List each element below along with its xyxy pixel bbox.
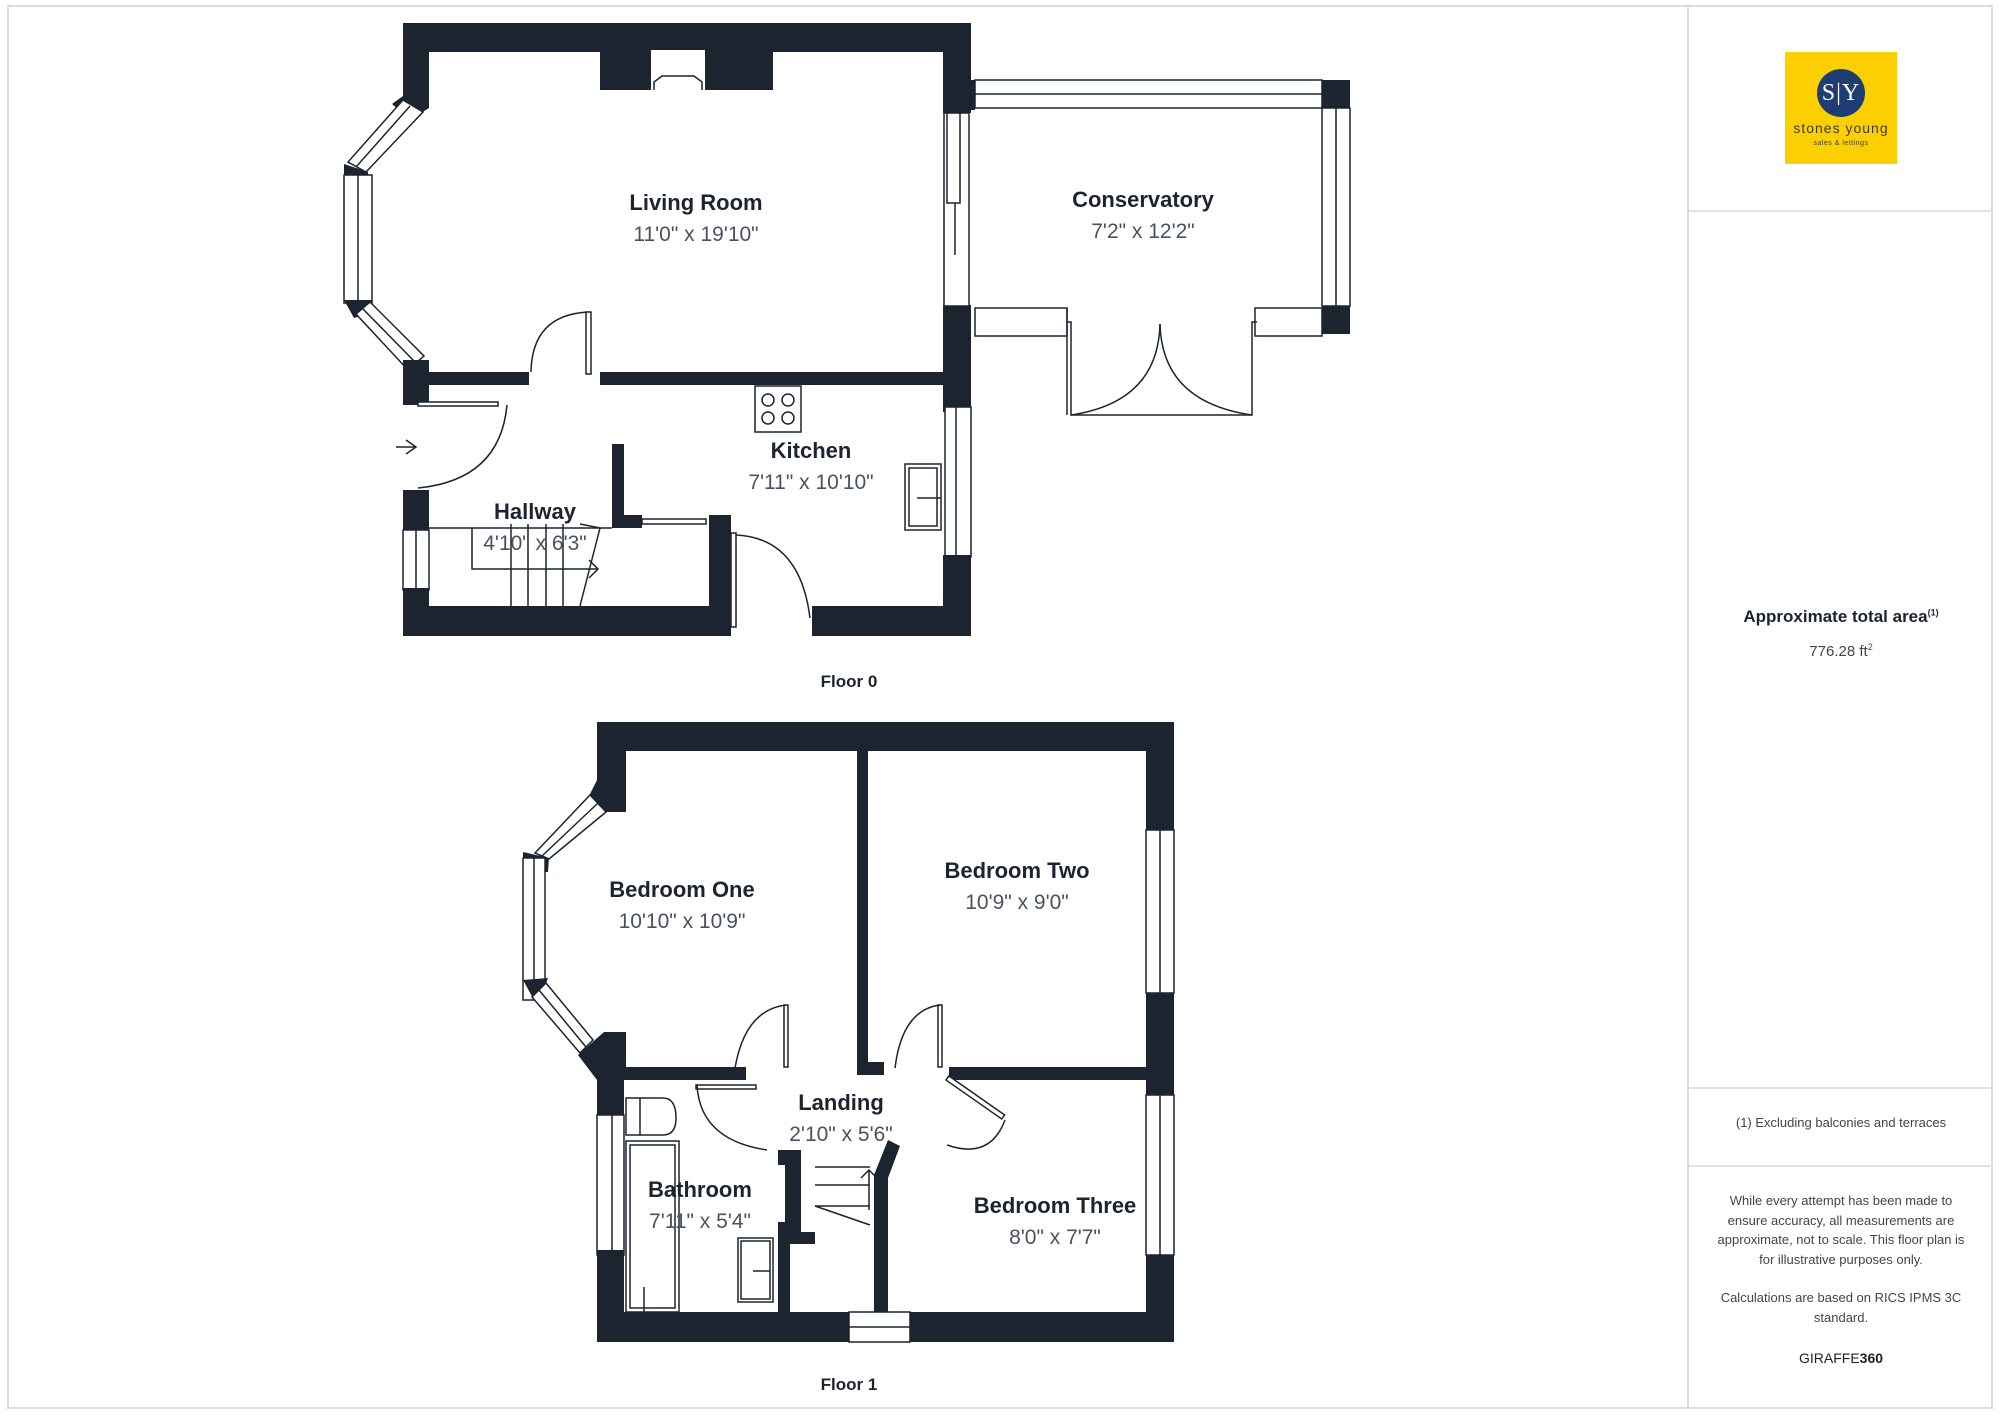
calculation-note: Calculations are based on RICS IPMS 3C s… [1720, 1290, 1962, 1325]
room-name-bedroom-two: Bedroom Two [944, 858, 1089, 883]
conservatory-walls [971, 79, 1351, 416]
floor-label-1: Floor 1 [821, 1375, 878, 1394]
room-name-bathroom: Bathroom [648, 1177, 752, 1202]
room-name-bedroom-three: Bedroom Three [974, 1193, 1137, 1218]
room-dimensions-bathroom: 7'11" x 5'4" [649, 1210, 751, 1233]
agent-logo: S|Y stones young sales & lettings [1785, 52, 1897, 164]
floor-0: Living Room 11'0" x 19'10" Conservatory … [343, 23, 1351, 691]
sidebar: S|Y stones young sales & lettings Approx… [1687, 5, 1993, 1409]
disclaimer-text: While every attempt has been made to ens… [1717, 1193, 1965, 1267]
footnote-section [1689, 1089, 1993, 1167]
room-name-living-room: Living Room [629, 190, 762, 215]
living-room-walls [343, 23, 971, 402]
room-dimensions-kitchen: 7'11" x 10'10" [748, 471, 873, 494]
room-dimensions-bedroom-two: 10'9" x 9'0" [965, 891, 1069, 914]
room-dimensions-hallway: 4'10" x 6'3" [483, 532, 587, 555]
area-value: 776.28 ft2 [1809, 642, 1873, 660]
giraffe360-brand: GIRAFFE360 [1798, 1350, 1884, 1366]
room-name-bedroom-one: Bedroom One [609, 877, 754, 902]
floor-label-0: Floor 0 [821, 672, 878, 691]
floor-1-walls [522, 722, 1175, 1343]
floor-1: Bedroom One 10'10" x 10'9" Bedroom Two 1… [522, 722, 1175, 1394]
disclaimer: While every attempt has been made to ens… [1711, 1191, 1971, 1327]
room-name-conservatory: Conservatory [1072, 187, 1215, 212]
room-name-landing: Landing [798, 1090, 884, 1115]
footnote: (1) Excluding balconies and terraces [1735, 1115, 1947, 1130]
page-frame [7, 5, 1993, 1409]
logo-tagline: sales & lettings [1813, 140, 1869, 147]
area-section [1689, 212, 1993, 1089]
room-name-hallway: Hallway [494, 499, 577, 524]
area-title: Approximate total area(1) [1743, 607, 1939, 626]
room-dimensions-living-room: 11'0" x 19'10" [633, 223, 758, 246]
room-name-kitchen: Kitchen [771, 438, 852, 463]
room-dimensions-bedroom-three: 8'0" x 7'7" [1009, 1226, 1101, 1249]
logo-monogram: S|Y [1817, 69, 1865, 117]
logo-section: S|Y stones young sales & lettings [1689, 5, 1993, 212]
logo-name: stones young [1793, 120, 1889, 136]
room-dimensions-landing: 2'10" x 5'6" [789, 1123, 893, 1146]
floor-plan: Living Room 11'0" x 19'10" Conservatory … [343, 23, 1351, 1394]
hallway-kitchen-walls [396, 372, 972, 636]
room-dimensions-bedroom-one: 10'10" x 10'9" [619, 910, 746, 933]
room-dimensions-conservatory: 7'2" x 12'2" [1091, 220, 1195, 243]
